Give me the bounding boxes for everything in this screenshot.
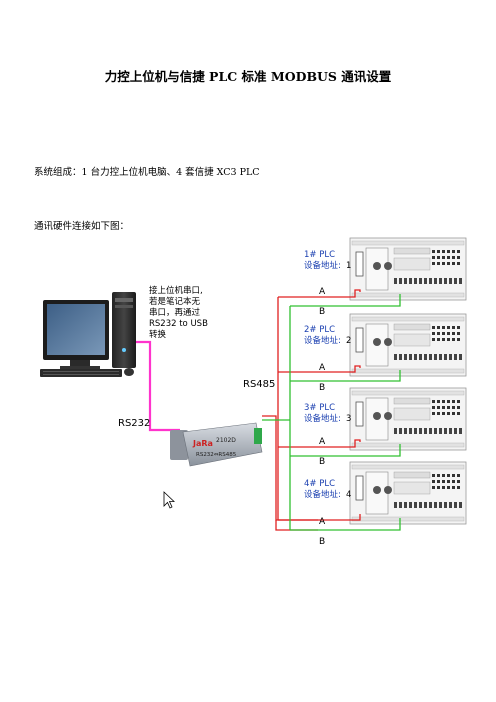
converter-brand: JaRa xyxy=(192,439,213,448)
pc-note-line-2: 若是笔记本无 xyxy=(149,296,201,307)
plc-addr-label-4: 设备地址: xyxy=(304,489,341,500)
plc-addr-label-1: 设备地址: xyxy=(304,260,341,271)
pc-note-line-4: RS232 to USB xyxy=(149,319,208,329)
line-a-label-4: A xyxy=(319,517,326,527)
plc-addr-4: 4 xyxy=(346,490,351,500)
hardware-intro-text: 通讯硬件连接如下图： xyxy=(34,221,130,232)
plc-addr-label-3: 设备地址: xyxy=(304,413,341,424)
plc-unit-4 xyxy=(349,461,467,525)
plc-addr-label-2: 设备地址: xyxy=(304,335,341,346)
line-a-label-2: A xyxy=(319,363,326,373)
line-a-label-3: A xyxy=(319,437,326,447)
rs485-wires xyxy=(262,289,401,531)
line-b-label-2: B xyxy=(319,383,325,393)
plc-unit-1 xyxy=(349,237,467,301)
pc-note-line-1: 接上位机串口, xyxy=(149,285,203,296)
rs232-label: RS232 xyxy=(118,418,150,429)
line-b-label-1: B xyxy=(319,307,325,317)
rs232-cable xyxy=(134,340,180,432)
pc-computer xyxy=(40,292,136,377)
pc-note-line-3: 串口，再通过 xyxy=(149,307,201,318)
system-composition-text: 系统组成：1 台力控上位机电脑、4 套信捷 XC3 PLC xyxy=(34,167,260,178)
plc-labels: 1# PLC 设备地址: 1 2# PLC 设备地址: 2 3# PLC 设备地… xyxy=(304,250,351,500)
bus-labels: A B A B A B A B xyxy=(319,287,326,547)
line-a-label-1: A xyxy=(319,287,326,297)
plc-name-4: 4# PLC xyxy=(304,479,335,489)
plc-addr-1: 1 xyxy=(346,261,351,271)
plc-name-2: 2# PLC xyxy=(304,325,335,335)
plc-addr-3: 3 xyxy=(346,414,351,424)
plc-unit-2 xyxy=(349,313,467,377)
rs232-rs485-converter: JaRa 2102D RS232⇔RS485 xyxy=(170,422,263,467)
plc-name-3: 3# PLC xyxy=(304,403,335,413)
pc-note: 接上位机串口, 若是笔记本无 串口，再通过 RS232 to USB 转换 xyxy=(149,285,208,340)
mouse-cursor-icon xyxy=(163,491,176,509)
rs485-label: RS485 xyxy=(243,379,275,390)
pc-note-line-5: 转换 xyxy=(149,329,167,340)
plc-addr-2: 2 xyxy=(346,336,351,346)
converter-sub: RS232⇔RS485 xyxy=(196,452,237,458)
plc-unit-3 xyxy=(349,387,467,451)
converter-model: 2102D xyxy=(216,437,236,444)
line-b-label-4: B xyxy=(319,537,325,547)
plc-name-1: 1# PLC xyxy=(304,250,335,260)
page-title: 力控上位机与信捷 PLC 标准 MODBUS 通讯设置 xyxy=(104,69,392,84)
line-b-label-3: B xyxy=(319,457,325,467)
